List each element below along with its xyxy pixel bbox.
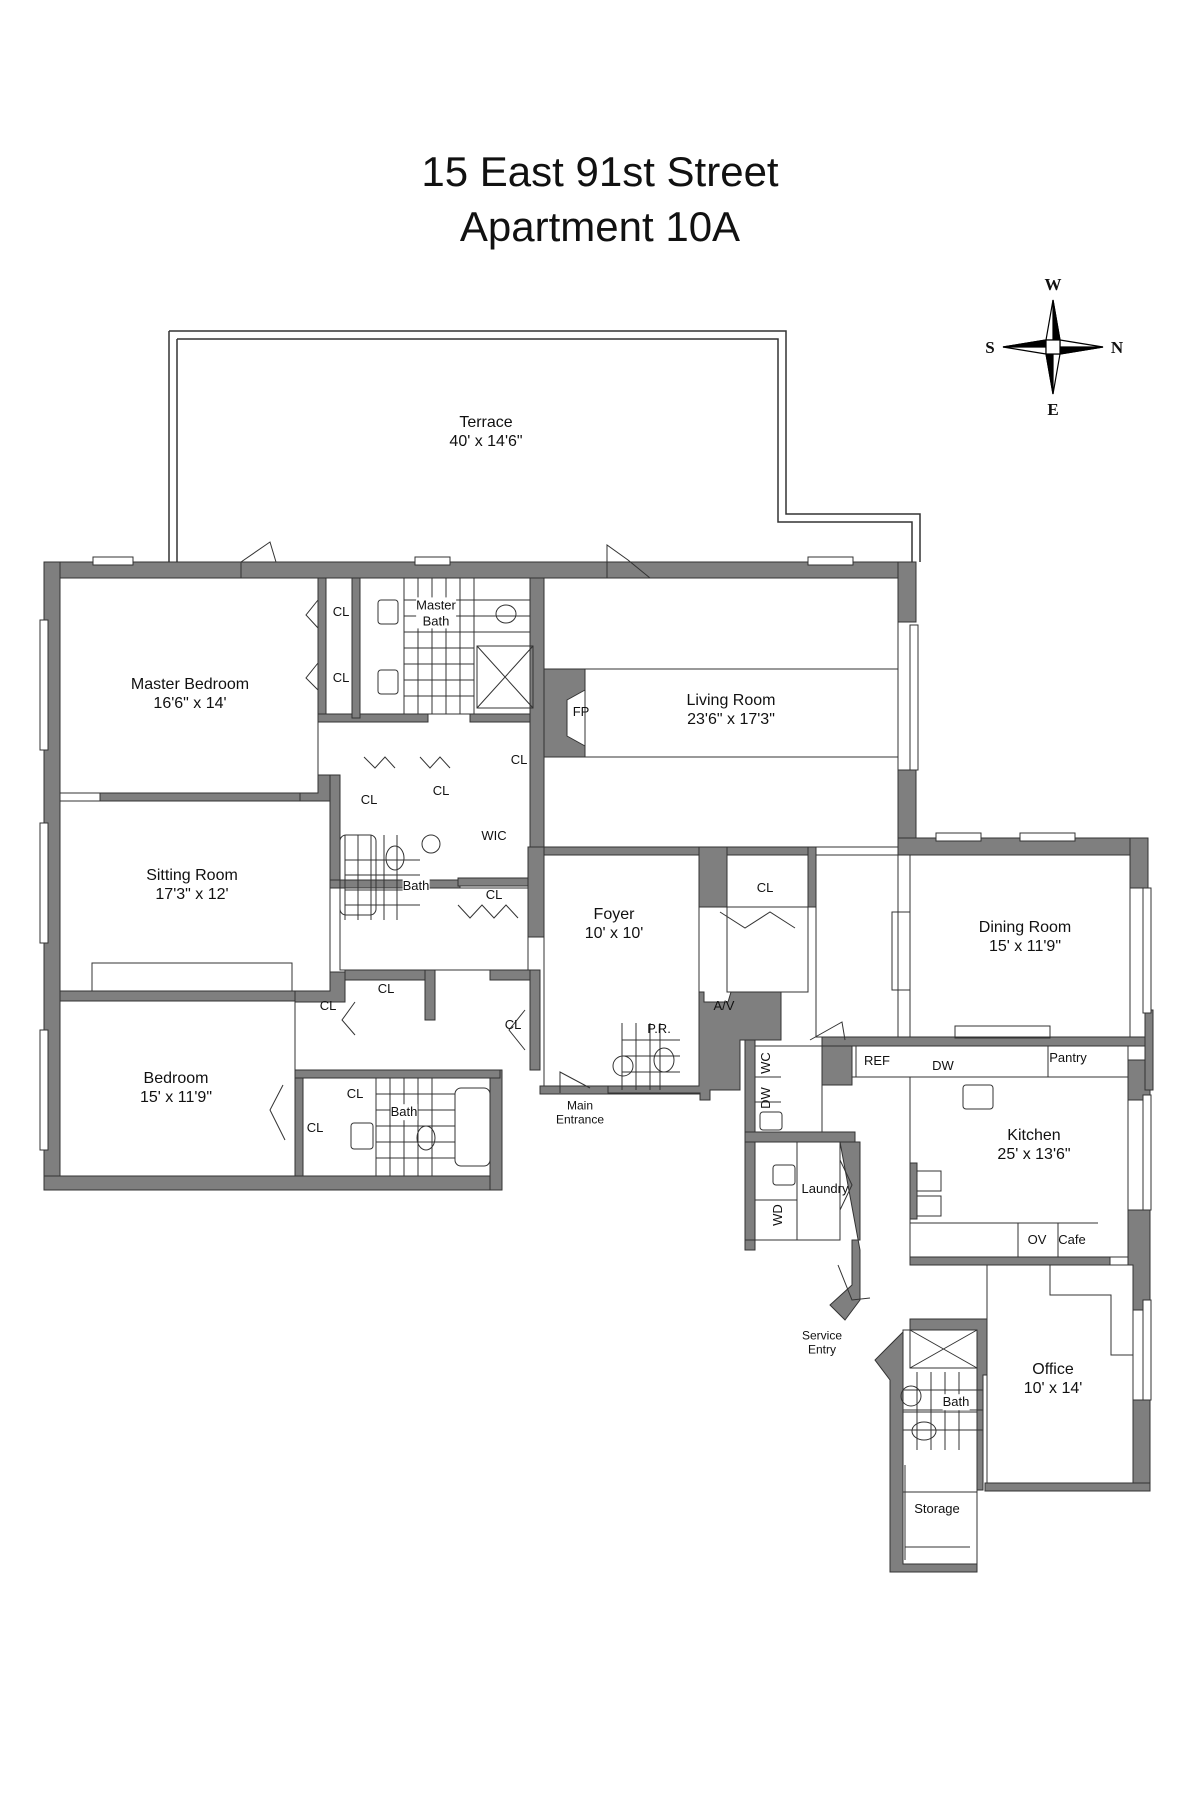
closet-label-6: CL bbox=[485, 887, 503, 903]
laundry-label: Laundry bbox=[801, 1181, 849, 1197]
closet-label-7: CL bbox=[756, 880, 774, 896]
service-entry-label: Service Entry bbox=[802, 1329, 842, 1358]
living-room-label: Living Room 23'6" x 17'3" bbox=[687, 691, 776, 729]
master-bath-label: Master Bath bbox=[416, 597, 456, 629]
room-name-2: Bath bbox=[422, 613, 450, 628]
apartment-number: Apartment 10A bbox=[459, 203, 741, 250]
foyer-label: Foyer 10' x 10' bbox=[585, 905, 644, 943]
room-size: 16'6" x 14' bbox=[153, 695, 227, 712]
compass-rose-icon bbox=[1002, 299, 1104, 395]
dw-label-1: DW bbox=[758, 1087, 774, 1109]
room-name: Living Room bbox=[686, 691, 776, 709]
main-entrance-line2: Entrance bbox=[555, 1113, 605, 1127]
wd-label: WD bbox=[770, 1204, 786, 1226]
terrace-label: Terrace 40' x 14'6" bbox=[449, 413, 522, 451]
dining-room-label: Dining Room 15' x 11'9" bbox=[979, 918, 1071, 956]
oven-label: OV bbox=[1027, 1232, 1047, 1248]
closet-label-4: CL bbox=[360, 792, 378, 808]
closet-label-3: CL bbox=[510, 752, 528, 768]
master-bedroom-label: Master Bedroom 16'6" x 14' bbox=[131, 675, 249, 713]
service-entry-line2: Entry bbox=[807, 1343, 837, 1357]
room-size: 15' x 11'9" bbox=[140, 1089, 212, 1106]
fireplace-label: FP bbox=[572, 704, 590, 720]
closet-label-12: CL bbox=[306, 1120, 324, 1136]
storage-label: Storage bbox=[914, 1501, 960, 1517]
cafe-label: Cafe bbox=[1058, 1232, 1086, 1248]
closet-label-1: CL bbox=[332, 604, 350, 620]
room-name: Kitchen bbox=[1007, 1126, 1061, 1144]
bath-label-1: Bath bbox=[402, 878, 430, 894]
room-size: 25' x 13'6" bbox=[997, 1146, 1071, 1163]
closet-label-11: CL bbox=[346, 1086, 364, 1102]
powder-room-label: P.R. bbox=[647, 1021, 671, 1037]
pantry-label: Pantry bbox=[1049, 1050, 1087, 1066]
compass-north: N bbox=[1110, 338, 1124, 357]
main-entrance-label: Main Entrance bbox=[556, 1099, 604, 1128]
room-size: 10' x 10' bbox=[584, 925, 644, 942]
service-entry-line1: Service bbox=[801, 1328, 843, 1343]
room-name: Sitting Room bbox=[146, 866, 238, 884]
compass-south: S bbox=[985, 338, 995, 357]
av-label: A/V bbox=[713, 998, 735, 1014]
building-address: 15 East 91st Street bbox=[421, 148, 779, 195]
kitchen-label: Kitchen 25' x 13'6" bbox=[997, 1126, 1070, 1164]
room-size: 10' x 14' bbox=[1023, 1380, 1083, 1397]
main-entrance-line1: Main bbox=[566, 1098, 593, 1113]
room-size: 15' x 11'9" bbox=[989, 938, 1061, 955]
wic-label: WIC bbox=[481, 828, 507, 844]
compass-east: E bbox=[1047, 400, 1059, 419]
compass-west: W bbox=[1044, 275, 1062, 294]
room-name: Dining Room bbox=[978, 918, 1072, 936]
office-label: Office 10' x 14' bbox=[1024, 1360, 1083, 1398]
room-size: 23'6" x 17'3" bbox=[687, 711, 775, 728]
bath-label-3: Bath bbox=[942, 1394, 970, 1410]
closet-label-9: CL bbox=[319, 998, 337, 1014]
room-name: Office bbox=[1032, 1360, 1074, 1378]
wc-label: WC bbox=[758, 1052, 774, 1074]
ref-label: REF bbox=[864, 1053, 890, 1069]
closet-label-10: CL bbox=[504, 1017, 522, 1033]
closet-label-2: CL bbox=[332, 670, 350, 686]
room-name: Foyer bbox=[593, 905, 635, 923]
room-name: Bedroom bbox=[143, 1069, 209, 1087]
room-name: Terrace bbox=[459, 413, 513, 431]
terrace-railing bbox=[169, 330, 921, 562]
bath-label-2: Bath bbox=[390, 1104, 418, 1120]
bedroom-label: Bedroom 15' x 11'9" bbox=[140, 1069, 212, 1107]
room-name: Master bbox=[416, 597, 456, 613]
room-size: 40' x 14'6" bbox=[449, 433, 523, 450]
room-name: Master Bedroom bbox=[130, 675, 250, 693]
closet-label-5: CL bbox=[432, 783, 450, 799]
room-size: 17'3" x 12' bbox=[155, 886, 229, 903]
dw-label-2: DW bbox=[932, 1058, 954, 1074]
closet-label-8: CL bbox=[377, 981, 395, 997]
sitting-room-label: Sitting Room 17'3" x 12' bbox=[146, 866, 238, 904]
